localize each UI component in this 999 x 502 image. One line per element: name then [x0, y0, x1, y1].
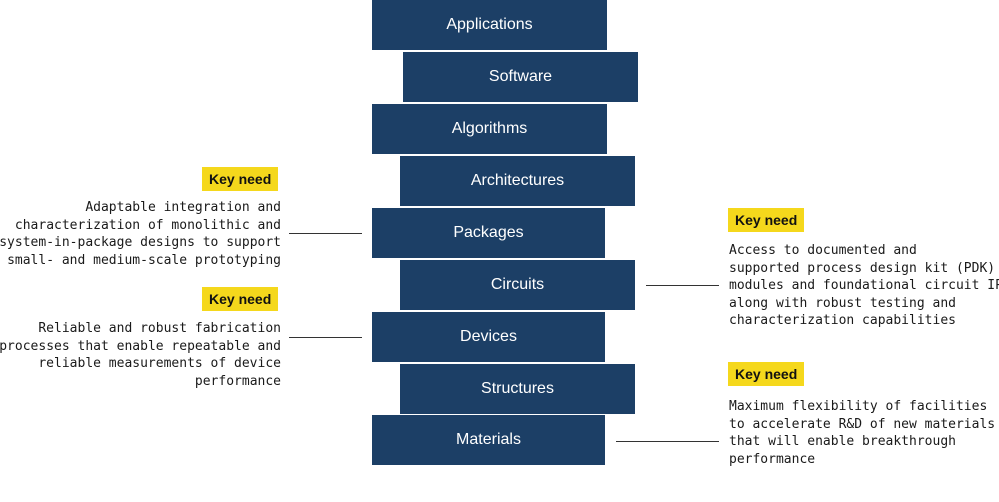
layer-applications: Applications	[372, 0, 607, 50]
key-need-badge-packages: Key need	[202, 167, 279, 191]
circuits-connector-line	[646, 285, 719, 286]
layer-software: Software	[403, 52, 638, 102]
key-need-badge-devices: Key need	[202, 287, 279, 311]
layer-circuits: Circuits	[400, 260, 635, 310]
materials-connector-line	[616, 441, 719, 442]
layer-devices: Devices	[372, 312, 605, 362]
layer-architectures: Architectures	[400, 156, 635, 206]
materials-need-text: Maximum flexibility of facilities to acc…	[729, 399, 996, 467]
packages-need-text: Adaptable integration and characterizati…	[0, 200, 281, 268]
layer-structures: Structures	[400, 364, 635, 414]
devices-need-text: Reliable and robust fabrication processe…	[0, 321, 281, 389]
layer-algorithms: Algorithms	[372, 104, 607, 154]
key-need-badge-materials: Key need	[728, 362, 805, 386]
packages-connector-line	[289, 233, 362, 234]
layer-packages: Packages	[372, 208, 605, 258]
devices-connector-line	[289, 337, 362, 338]
circuits-need-text: Access to documented and supported proce…	[729, 243, 999, 329]
key-need-badge-circuits: Key need	[728, 208, 805, 232]
layer-materials: Materials	[372, 415, 605, 465]
